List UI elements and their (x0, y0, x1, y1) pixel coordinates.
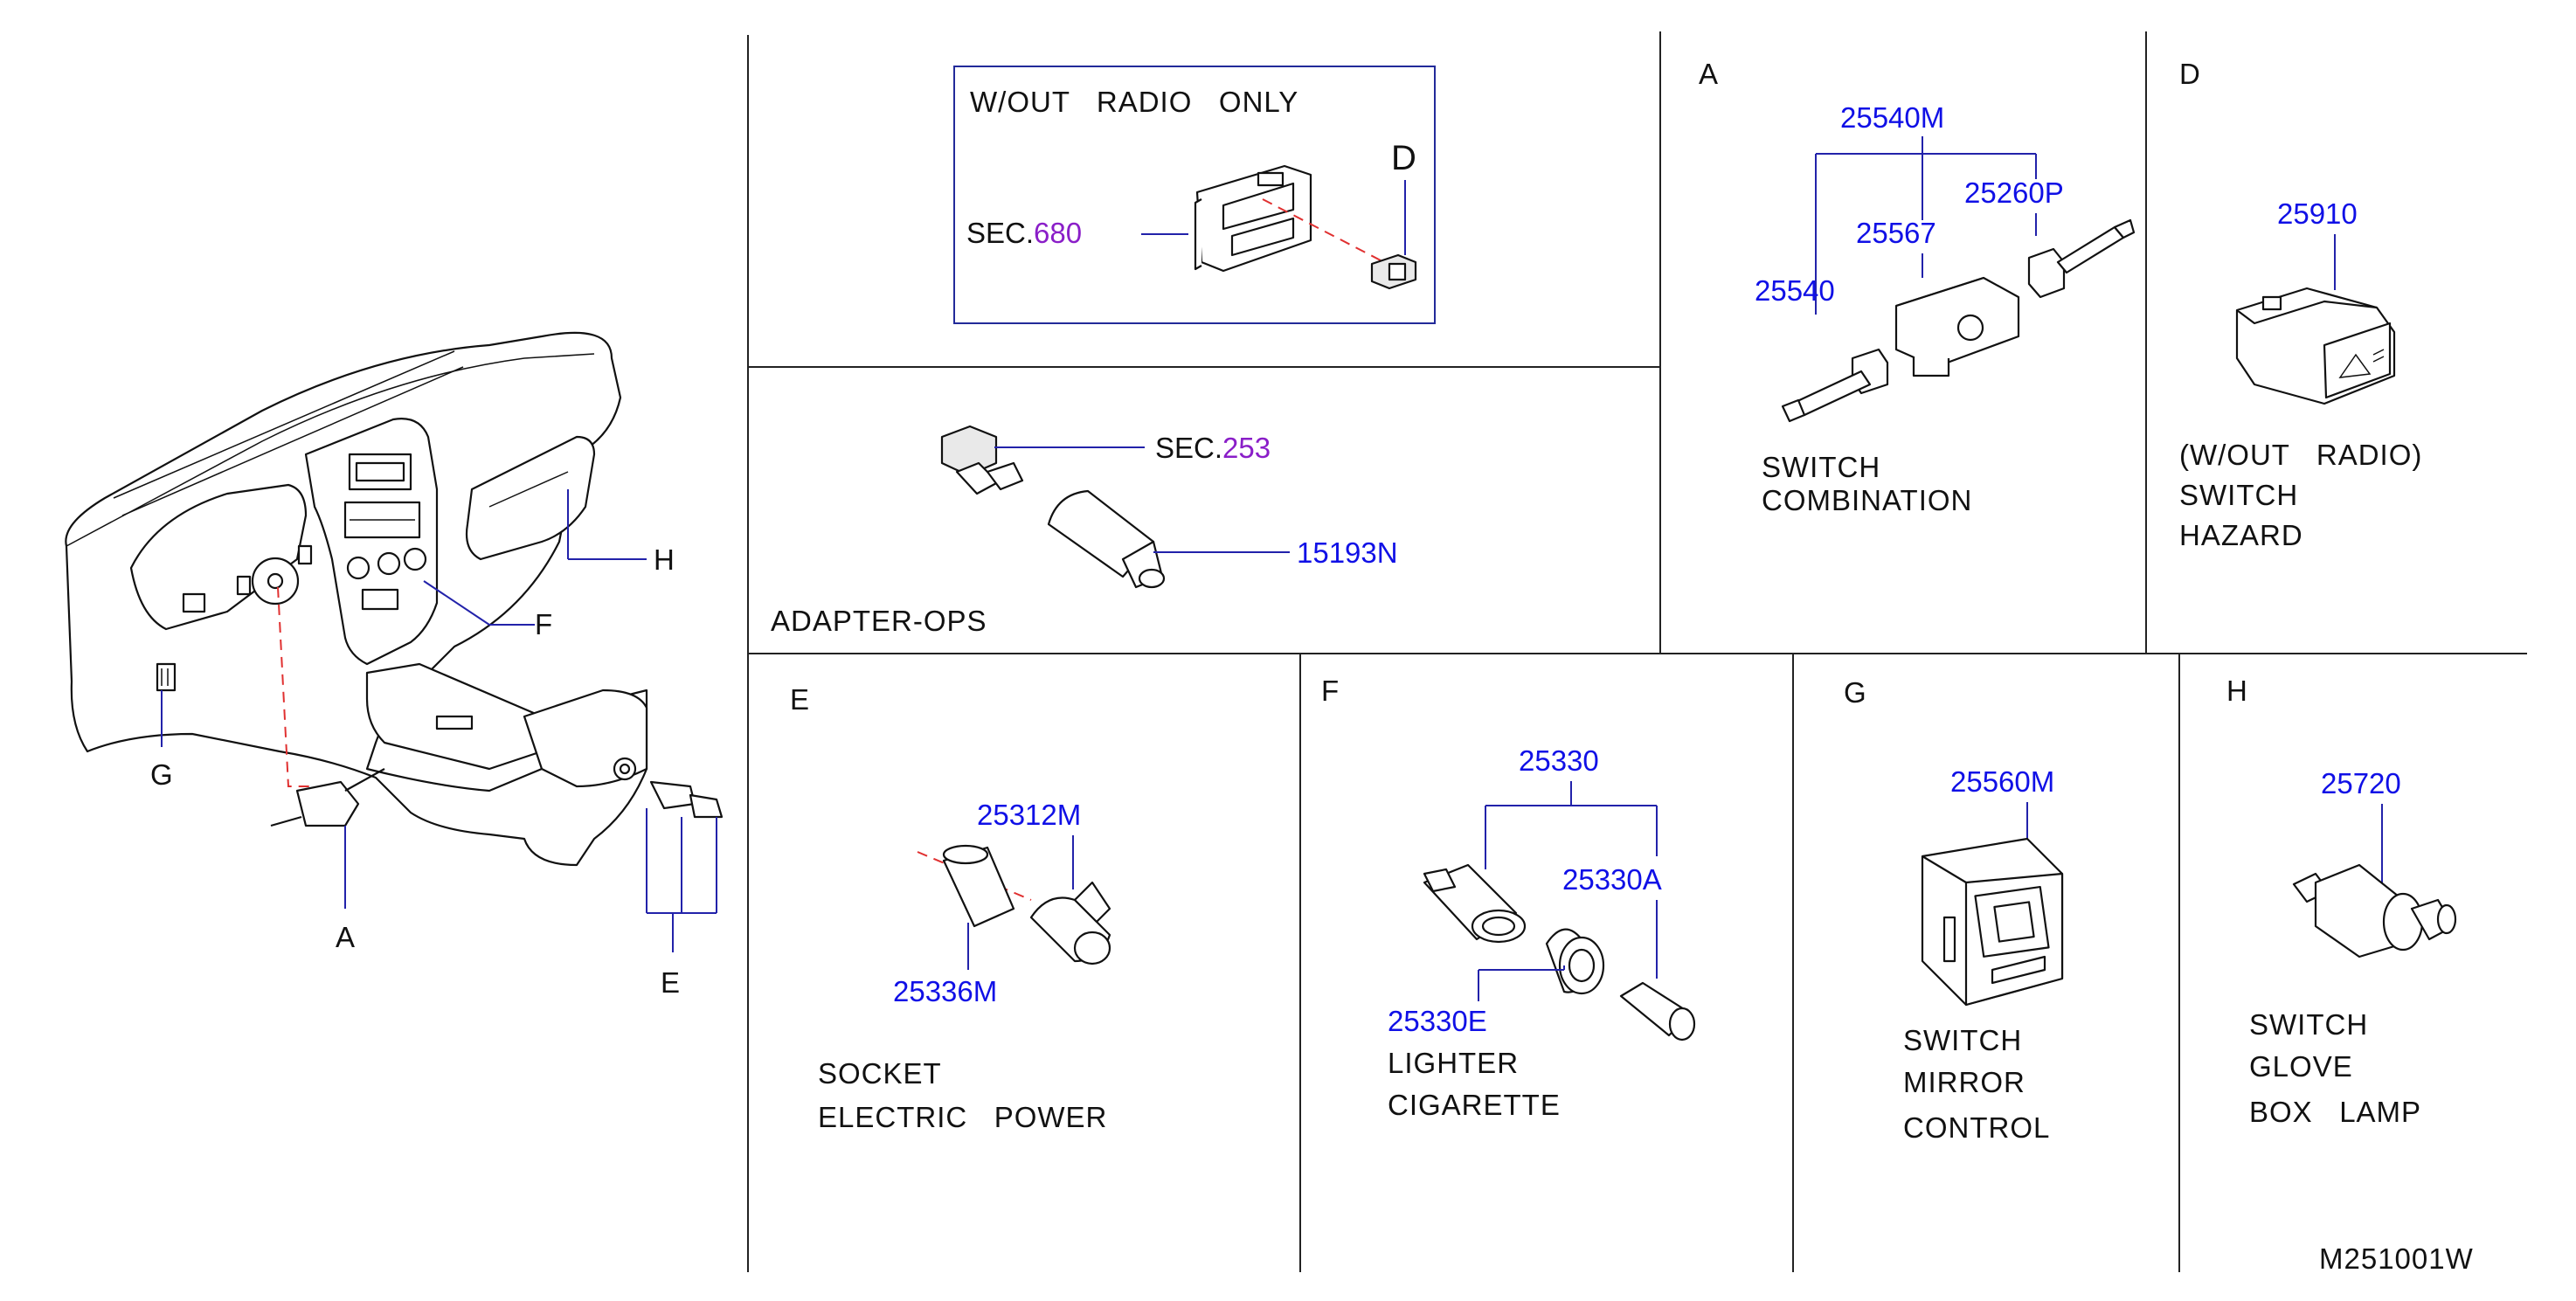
glove-box (465, 435, 596, 561)
radio-sec-ref: SEC.680 (966, 217, 1082, 249)
section-h-caption-line3: BOX LAMP (2249, 1096, 2421, 1128)
diagram-code: M251001W (2319, 1242, 2474, 1275)
section-h-caption-line1: SWITCH (2249, 1008, 2368, 1041)
section-a-caption-line1: SWITCH (1762, 451, 1880, 483)
section-e-part-25336m: 25336M (893, 975, 997, 1007)
section-f-caption-line1: LIGHTER (1388, 1047, 1519, 1079)
section-a-part-25540m: 25540M (1840, 101, 1944, 134)
overview-combination-switch (295, 780, 360, 827)
callout-d: D (1391, 139, 1417, 177)
callout-a: A (336, 921, 356, 953)
combination-switch-drawing (1781, 218, 2136, 423)
section-d-caption-line1: (W/OUT RADIO) (2179, 439, 2422, 471)
section-g-caption-line2: MIRROR (1903, 1066, 2025, 1098)
callout-h: H (654, 543, 675, 576)
section-d-caption-line3: HAZARD (2179, 519, 2303, 551)
section-a-letter: A (1699, 58, 1719, 90)
adapter-part-number: 15193N (1297, 536, 1398, 569)
adapter-sec-ref: SEC.253 (1155, 432, 1271, 464)
callout-g: G (150, 758, 174, 791)
cluster-hood (129, 483, 308, 631)
callout-e: E (661, 966, 681, 999)
section-e-caption-line2: ELECTRIC POWER (818, 1101, 1107, 1133)
overview-mirror-switch (156, 662, 177, 692)
section-d-letter: D (2179, 58, 2201, 90)
section-h-letter: H (2226, 675, 2248, 707)
section-f-letter: F (1321, 675, 1340, 707)
section-a-part-25540: 25540 (1755, 274, 1835, 307)
radio-pocket-drawing (1194, 164, 1312, 273)
section-g-part-25560m: 25560M (1950, 765, 2054, 798)
hazard-switch-drawing (2235, 287, 2396, 405)
section-d-caption-line2: SWITCH (2179, 479, 2298, 511)
radio-box-frame (953, 66, 1436, 324)
mirror-switch-drawing (1921, 837, 2064, 1007)
radio-box-title: W/OUT RADIO ONLY (970, 86, 1298, 118)
glove-box-lamp-switch-drawing (2292, 863, 2457, 958)
adapter-caption: ADAPTER-OPS (771, 605, 987, 637)
section-e-caption-line1: SOCKET (818, 1057, 942, 1090)
section-e-letter: E (790, 683, 810, 716)
section-f-part-25330e: 25330E (1388, 1005, 1487, 1037)
section-a-part-25567: 25567 (1856, 217, 1936, 249)
section-d-part-25910: 25910 (2277, 197, 2358, 230)
radio-hazard-switch-drawing (1370, 253, 1417, 290)
power-socket-drawing (942, 844, 1111, 965)
panel-dividers (747, 31, 2527, 1272)
section-g-letter: G (1844, 676, 1867, 709)
section-a-part-25260p: 25260P (1964, 176, 2064, 209)
adapter-sensor-drawing (940, 425, 1024, 495)
dashboard-overview (65, 331, 724, 952)
section-g-caption-line1: SWITCH (1903, 1024, 2022, 1056)
section-a-caption-line2: COMBINATION (1762, 484, 1972, 516)
adapter-ops-drawing (1047, 489, 1166, 589)
section-f-part-25330: 25330 (1519, 744, 1599, 777)
callout-f: F (535, 608, 553, 640)
section-f-part-25330a: 25330A (1562, 863, 1662, 896)
section-g-caption-line3: CONTROL (1903, 1111, 2050, 1144)
section-h-part-25720: 25720 (2321, 767, 2401, 799)
cigarette-lighter-drawing (1423, 863, 1696, 1041)
section-f-caption-line2: CIGARETTE (1388, 1089, 1561, 1121)
section-h-caption-line2: GLOVE (2249, 1050, 2353, 1083)
section-e-part-25312m: 25312M (977, 799, 1081, 831)
